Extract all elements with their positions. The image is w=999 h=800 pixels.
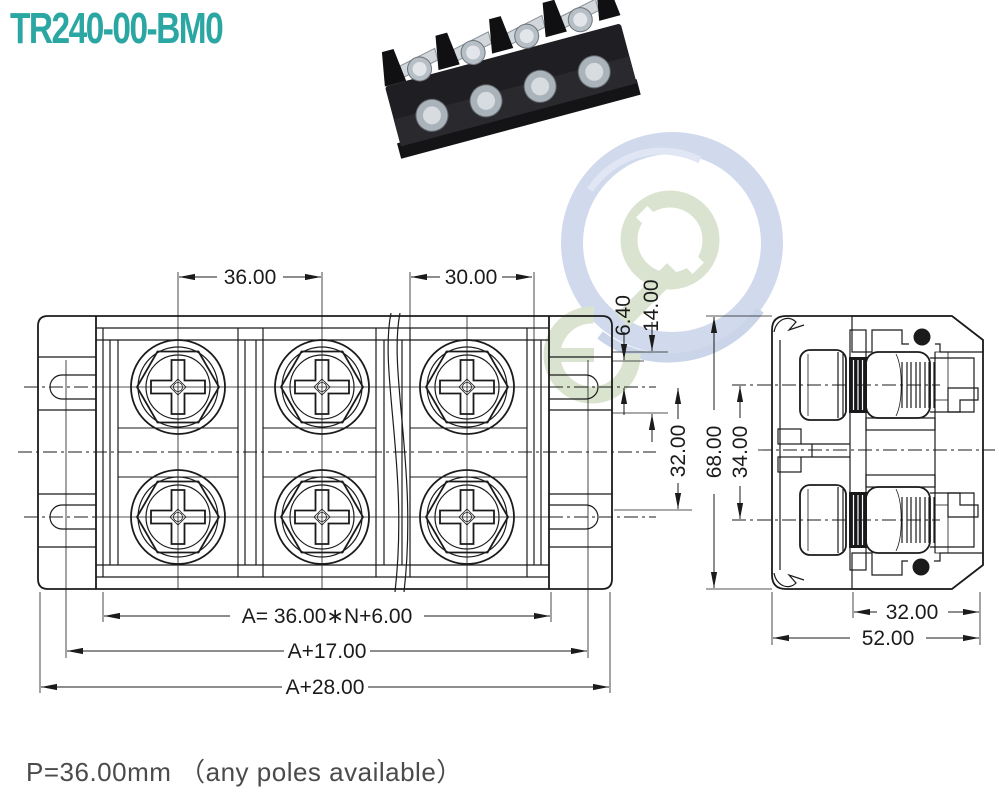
dimension-end-pitch: 30.00 bbox=[411, 266, 532, 289]
dimension-length-mid: A+17.00 bbox=[67, 640, 587, 663]
dimension-slot-offset: 14.00 bbox=[612, 279, 668, 442]
front-left-flange bbox=[37, 315, 96, 658]
dimension-pole-pitch: 36.00 bbox=[179, 266, 321, 289]
pitch-note: P=36.00mm （any poles available） bbox=[26, 757, 463, 787]
front-view bbox=[18, 272, 656, 658]
page-title: TR240-00-BM0 bbox=[10, 4, 224, 53]
side-wire-tab bbox=[777, 428, 850, 473]
dim-label-slot-offset: 14.00 bbox=[640, 279, 663, 332]
watermark-logo bbox=[543, 132, 783, 404]
photo-barrier-fins bbox=[381, 0, 621, 87]
front-centerlines bbox=[18, 272, 656, 589]
product-photo bbox=[381, 0, 641, 159]
front-right-flange bbox=[549, 315, 613, 658]
dim-label-row-spacing: 32.00 bbox=[667, 425, 690, 478]
dimension-row-spacing: 32.00 bbox=[614, 388, 692, 511]
photo-screws-back-row bbox=[407, 7, 593, 82]
dim-label-overall-height: 68.00 bbox=[703, 426, 726, 479]
dim-label-end-pitch: 30.00 bbox=[445, 266, 498, 289]
dimension-length-formula: A= 36.00∗N+6.00 bbox=[102, 592, 552, 628]
break-line bbox=[387, 312, 400, 593]
front-body bbox=[95, 312, 550, 593]
dim-label-pole-pitch: 36.00 bbox=[224, 266, 277, 289]
dimension-inner-width: 32.00 bbox=[771, 592, 981, 645]
dimension-top-offset: 6.40 bbox=[612, 295, 644, 415]
dim-label-length-overall: A+28.00 bbox=[286, 676, 365, 699]
dim-label-overall-width: 52.00 bbox=[862, 627, 915, 650]
dim-label-length-formula: A= 36.00∗N+6.00 bbox=[242, 605, 413, 628]
side-outline bbox=[771, 315, 984, 590]
side-top-hole bbox=[913, 328, 931, 346]
dim-label-top-offset: 6.40 bbox=[612, 295, 635, 336]
dimensions: 36.00 30.00 6.40 14.00 32.00 bbox=[39, 266, 981, 699]
dim-label-screw-row-spacing: 34.00 bbox=[729, 426, 752, 479]
dim-label-length-mid: A+17.00 bbox=[288, 640, 367, 663]
dimension-length-overall: A+28.00 bbox=[39, 592, 611, 699]
side-bottom-hole bbox=[912, 558, 930, 576]
side-view bbox=[732, 315, 995, 590]
photo-screws-front-row bbox=[415, 55, 611, 132]
dimension-overall-width: 52.00 bbox=[773, 627, 979, 650]
dim-label-inner-width: 32.00 bbox=[886, 601, 939, 624]
dimension-overall-height: 68.00 bbox=[703, 315, 772, 590]
dimension-screw-row-spacing: 34.00 bbox=[729, 386, 752, 519]
watermark-letters bbox=[543, 190, 720, 404]
side-centerlines bbox=[732, 384, 995, 521]
